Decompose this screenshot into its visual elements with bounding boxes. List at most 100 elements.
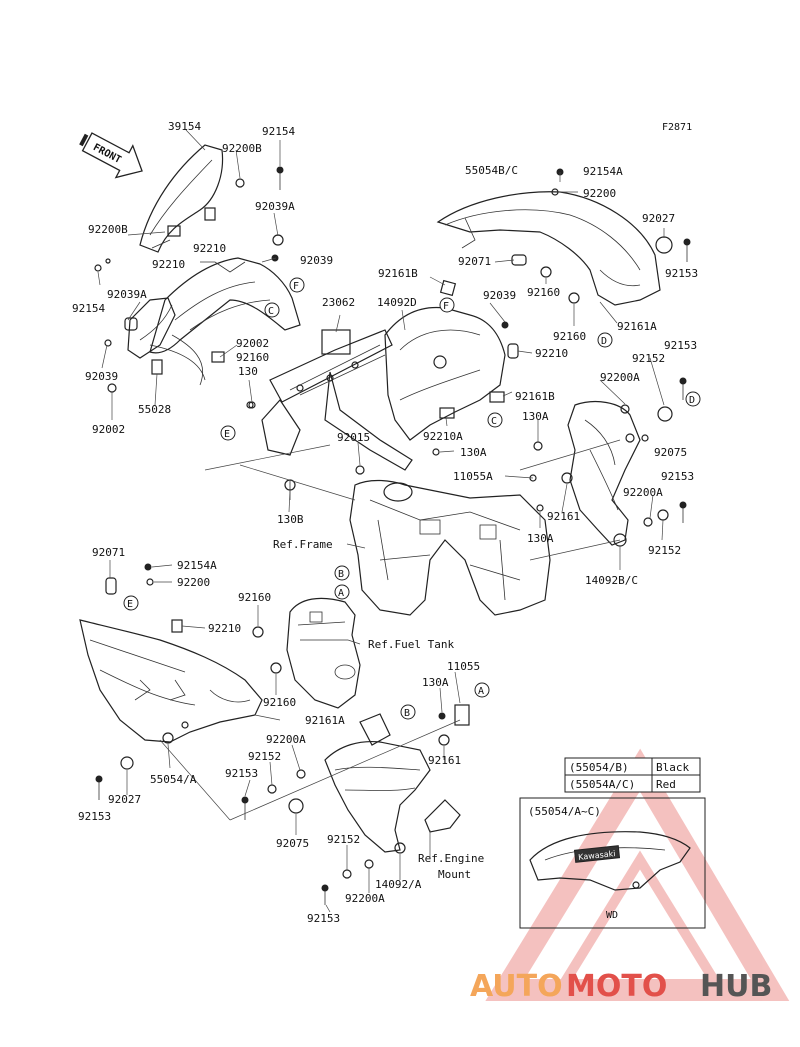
part-label: 92161	[547, 510, 580, 523]
svg-text:F: F	[443, 301, 449, 312]
svg-text:D: D	[689, 395, 695, 406]
callout-c-1: C	[264, 302, 280, 318]
svg-text:B: B	[338, 569, 344, 580]
callout-b-2: B	[400, 704, 416, 720]
part-label: 11055A	[453, 470, 493, 483]
callout-e-1: E	[220, 425, 236, 441]
part-label: 92152	[248, 750, 281, 763]
part-label: 92161B	[515, 390, 555, 403]
part-label: 92154	[262, 125, 295, 138]
part-label: 92015	[337, 431, 370, 444]
color-table-part-1: (55054/B)	[569, 761, 629, 774]
part-label: 92039	[483, 289, 516, 302]
part-label: 92075	[276, 837, 309, 850]
part-label: 92154A	[583, 165, 623, 178]
part-label: 92210	[208, 622, 241, 635]
part-label: 39154	[168, 120, 201, 133]
part-label: 92039A	[107, 288, 147, 301]
callouts: F C D E C D B A E B A F	[123, 277, 701, 720]
color-table: (55054/B) Black (55054A/C) Red	[564, 757, 701, 793]
part-label: 92160	[263, 696, 296, 709]
part-label: 92002	[92, 423, 125, 436]
svg-text:B: B	[404, 708, 410, 719]
callout-e-2: E	[123, 595, 139, 611]
callout-f-2: F	[439, 297, 455, 313]
part-label: 92071	[458, 255, 491, 268]
color-table-color-2: Red	[656, 778, 676, 791]
part-label: 92153	[225, 767, 258, 780]
front-arrow-icon: FRONT	[79, 132, 143, 179]
part-label: 23062	[322, 296, 355, 309]
part-label: 92153	[664, 339, 697, 352]
part-label: 92161A	[617, 320, 657, 333]
part-label: 14092D	[377, 296, 417, 309]
part-label: 92160	[553, 330, 586, 343]
svg-text:A: A	[338, 588, 344, 599]
frame-group	[349, 479, 551, 616]
part-label: 55028	[138, 403, 171, 416]
part-label: Mount	[438, 868, 471, 881]
color-table-color-1: Black	[656, 761, 689, 774]
part-label: 11055	[447, 660, 480, 673]
part-label: 14092B/C	[585, 574, 638, 587]
svg-text:C: C	[268, 306, 274, 317]
part-label: 92160	[236, 351, 269, 364]
watermark-part1: AUTO	[470, 969, 563, 1004]
part-label: 92161A	[305, 714, 345, 727]
part-label: 92200A	[600, 371, 640, 384]
part-label: 92210	[535, 347, 568, 360]
part-label: 92200A	[266, 733, 306, 746]
part-label: 92153	[307, 912, 340, 925]
part-label: 92153	[665, 267, 698, 280]
tank-cover-group	[286, 597, 361, 709]
part-label: 92039	[300, 254, 333, 267]
svg-text:F: F	[293, 281, 299, 292]
svg-text:D: D	[601, 336, 607, 347]
svg-text:A: A	[478, 686, 484, 697]
part-label: 92027	[642, 212, 675, 225]
figure-code: F2871	[662, 122, 692, 133]
part-label: 92161	[428, 754, 461, 767]
part-label: 92200	[177, 576, 210, 589]
part-label: 92002	[236, 337, 269, 350]
part-label: 55054B/C	[465, 164, 518, 177]
svg-text:C: C	[491, 416, 497, 427]
watermark-part3: HUB	[700, 969, 772, 1004]
svg-text:E: E	[127, 599, 133, 610]
svg-text:E: E	[224, 429, 230, 440]
part-label: Ref.Frame	[273, 538, 333, 551]
inset-title: (55054/A~C)	[528, 805, 601, 818]
part-label: 92210A	[423, 430, 463, 443]
part-label: 92071	[92, 546, 125, 559]
part-label: 92160	[527, 286, 560, 299]
inset-badge: Kawasaki	[578, 849, 616, 862]
callout-d-2: D	[685, 391, 701, 407]
part-labels: 39154 92200B 92154 92039A 92200B 92210 9…	[72, 120, 698, 925]
part-label: 92154	[72, 302, 105, 315]
part-label: 92200B	[222, 142, 262, 155]
part-label: 92200B	[88, 223, 128, 236]
part-label: 92154A	[177, 559, 217, 572]
watermark-logo: AUTO MOTO HUB	[470, 969, 772, 1004]
color-table-part-2: (55054A/C)	[569, 778, 635, 791]
inset-mark: WD	[606, 910, 618, 921]
part-label: Ref.Fuel Tank	[368, 638, 454, 651]
decal-inset: (55054/A~C) Kawasaki WD	[519, 797, 706, 929]
inner-cowl-group	[384, 279, 519, 456]
windscreen-group	[94, 144, 301, 409]
part-label: 130A	[422, 676, 449, 689]
part-label: 92200A	[623, 486, 663, 499]
part-label: 92210	[152, 258, 185, 271]
callout-d-1: D	[597, 332, 613, 348]
callout-b-1: B	[334, 565, 350, 581]
part-label: 130A	[527, 532, 554, 545]
callout-a-1: A	[334, 584, 350, 600]
part-label: 55054/A	[150, 773, 197, 786]
part-label: 130A	[522, 410, 549, 423]
part-label: 92200	[583, 187, 616, 200]
callout-c-2: C	[487, 412, 503, 428]
part-label: 92039	[85, 370, 118, 383]
part-label: 130B	[277, 513, 304, 526]
watermark-part2: MOTO	[566, 969, 667, 1004]
